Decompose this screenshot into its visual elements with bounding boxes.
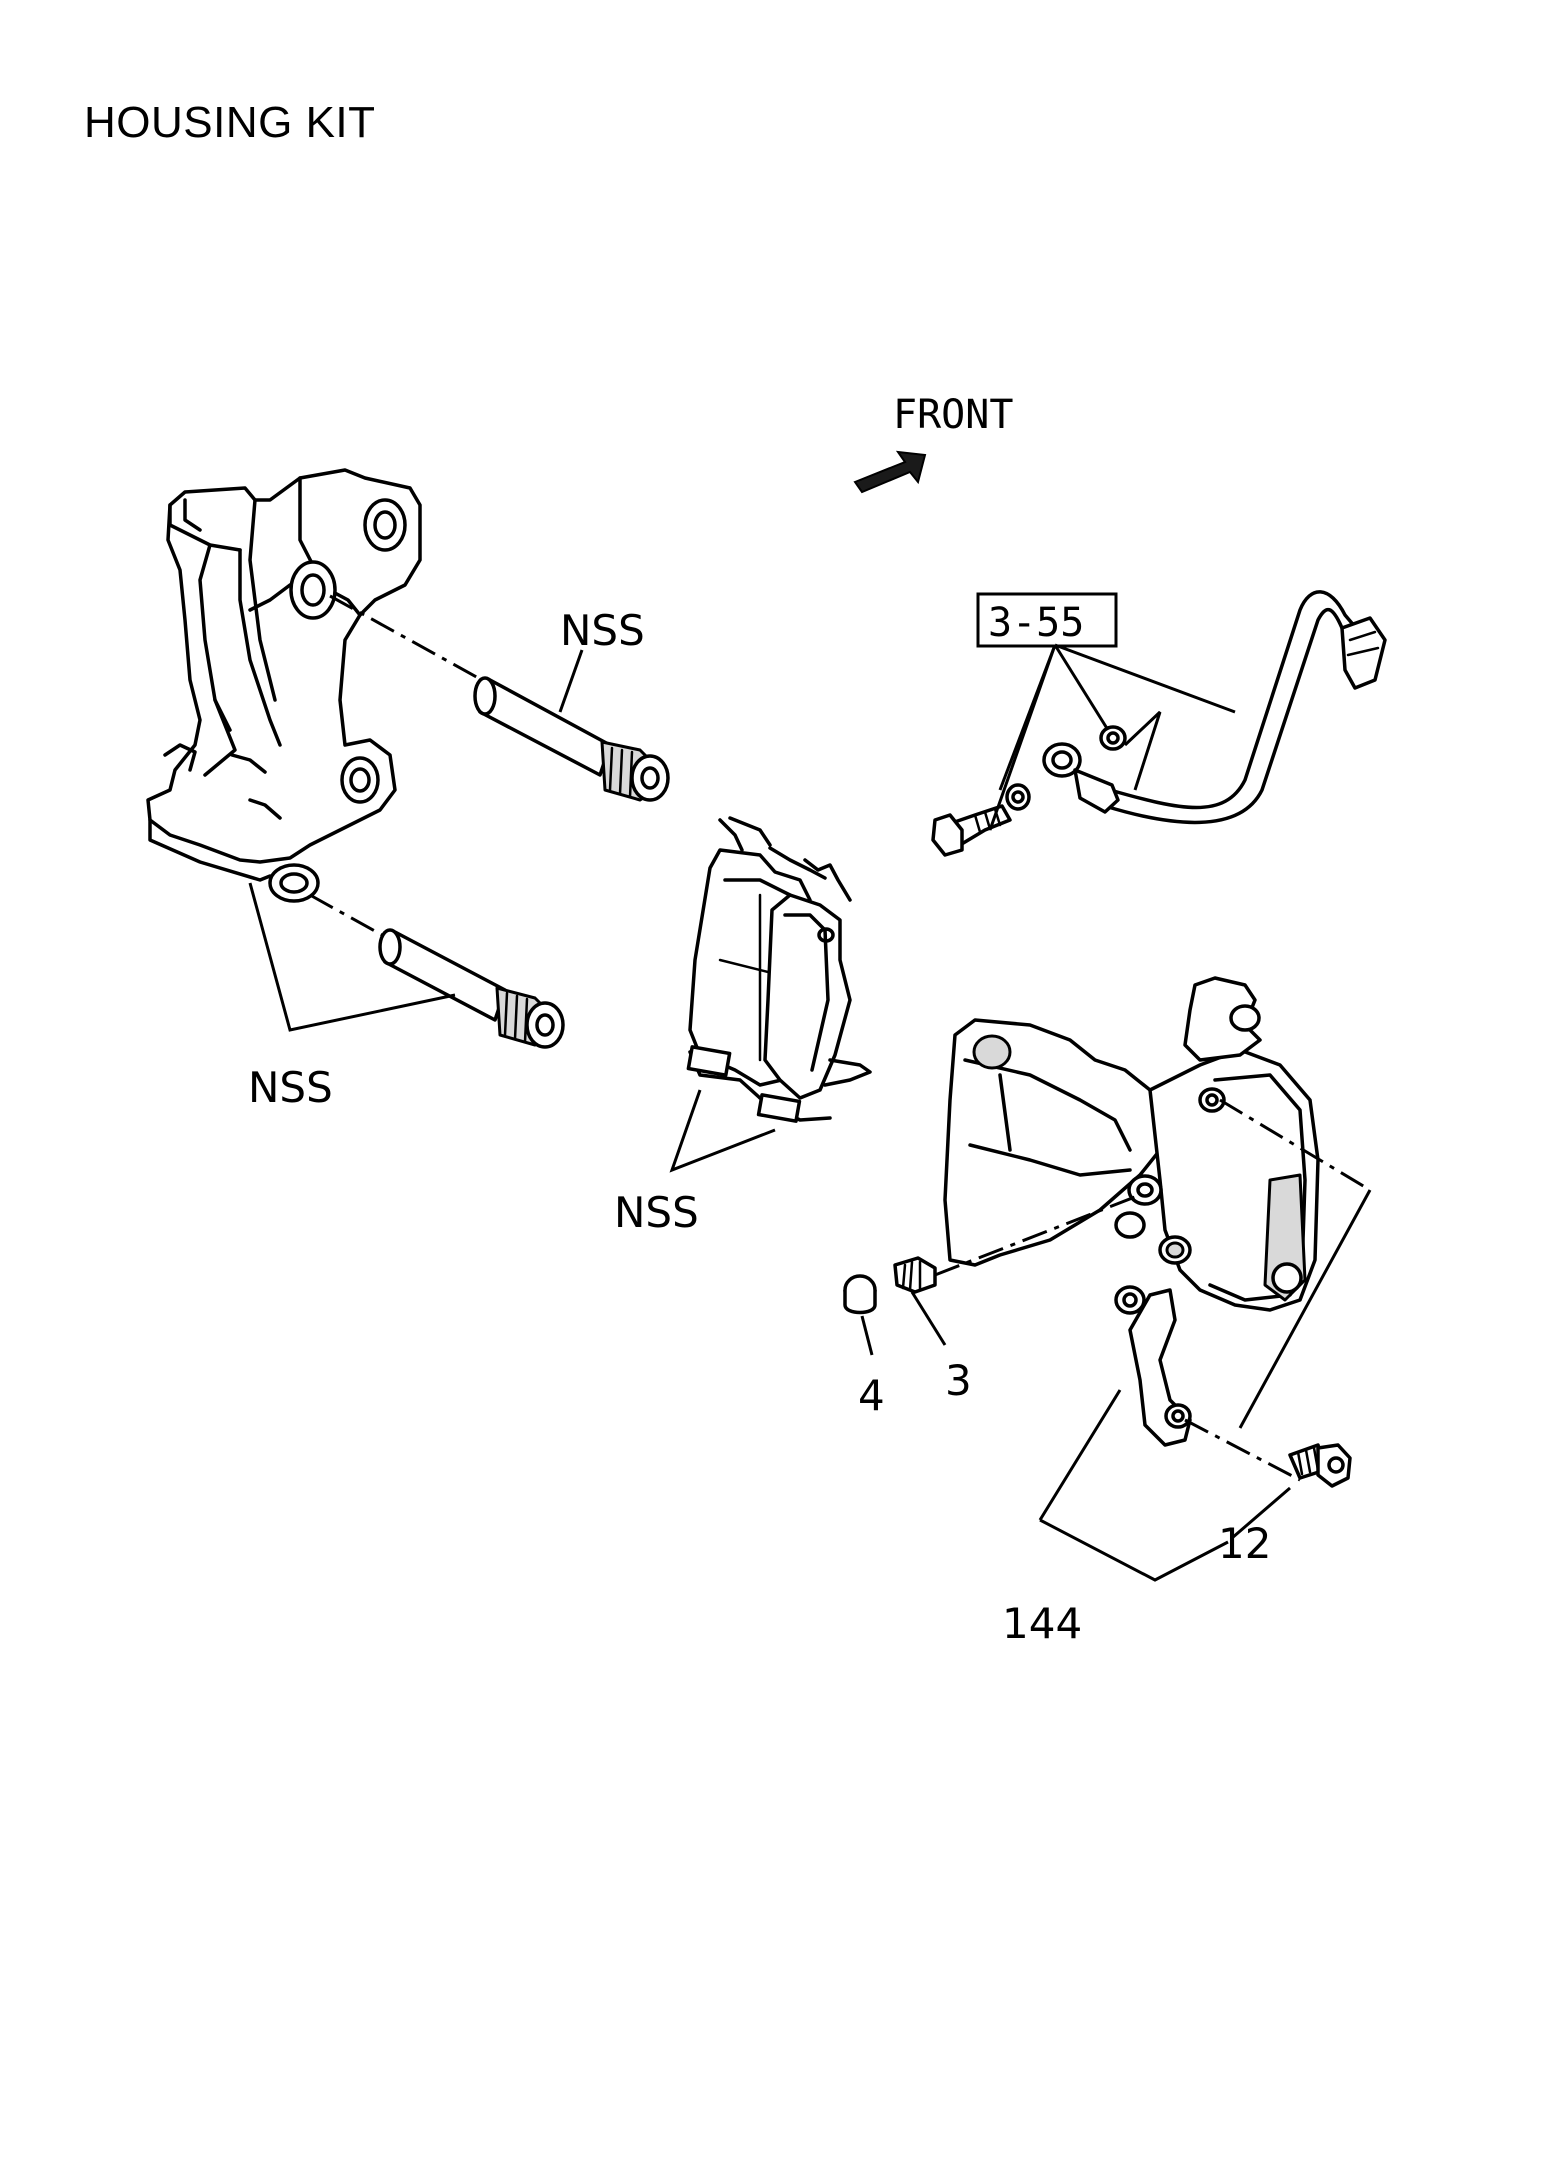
part-144-leader [1038,1389,1229,1582]
part-4-label: 4 [858,1371,885,1420]
part-3-label: 3 [945,1356,972,1405]
bleeder-cap [843,1274,877,1315]
part-144-label: 144 [1002,1599,1082,1648]
diagram-title: HOUSING KIT [84,98,376,147]
caliper-housing [943,976,1320,1447]
ref-box-leaders [988,643,1236,831]
part-12-leader [1231,1486,1291,1540]
front-label: FRONT [893,392,1013,438]
nss-pads-label: NSS [614,1188,699,1237]
nss-lower-leader [248,882,456,1032]
nss-lower-label: NSS [248,1063,333,1112]
caliper-bracket [146,468,422,903]
bleeder-screw [893,1193,1141,1294]
upper-guide-pin [329,594,670,802]
part-3-leader [910,1291,947,1346]
mounting-bolt [1288,1443,1352,1488]
front-arrow-icon [853,450,927,494]
reference-box-3-55: 3-55 [976,592,1118,648]
part-4-leader [860,1315,874,1356]
ref-box-label: 3-55 [988,600,1084,646]
nss-upper-label: NSS [560,606,645,655]
nss-upper-leader [558,649,584,713]
lower-guide-pin [309,893,565,1049]
brake-pads [686,816,872,1123]
caliper-mount-lines [1184,1098,1372,1482]
nss-pads-leader [669,1089,776,1173]
